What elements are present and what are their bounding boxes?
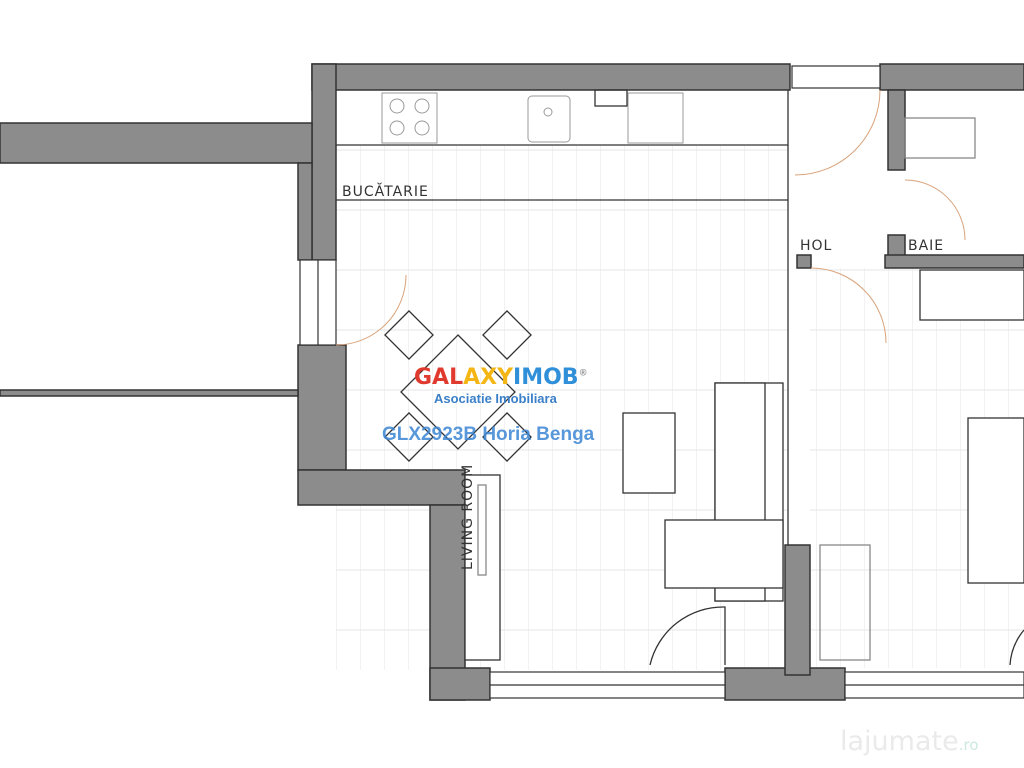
- lajumate-text: lajumate: [840, 726, 959, 757]
- coffee-table: [622, 412, 676, 494]
- room-label-hall: HOL: [800, 238, 833, 254]
- bed: [967, 417, 1024, 584]
- kitchen-floor: [336, 145, 788, 200]
- kitchen-counter: [336, 89, 789, 545]
- tv-unit: [464, 474, 501, 661]
- lajumate-watermark: lajumate.ro: [840, 726, 979, 757]
- kitchen-appliances: [381, 92, 684, 144]
- room-label-kitchen: BUCĂTARIE: [342, 184, 429, 200]
- sink-icon: [527, 95, 571, 143]
- sofa: [622, 382, 784, 602]
- living-floor: [336, 200, 788, 670]
- door-swings: [335, 89, 966, 346]
- wardrobe: [919, 269, 1024, 321]
- walls: [0, 63, 1024, 701]
- bedroom-furniture: [819, 117, 1024, 661]
- stove-icon: [381, 92, 438, 144]
- listing-id: GLX2923B Horia Benga: [382, 424, 595, 445]
- room-label-living: LIVING ROOM: [460, 463, 476, 570]
- windows: [299, 65, 1024, 699]
- door-leaves: [649, 606, 1024, 666]
- dining-table: [384, 310, 532, 462]
- galaxyimob-logo: GALAXYIMOB®: [414, 365, 588, 390]
- bathroom-sink-icon: [904, 117, 976, 159]
- watermark-subtitle: Asociatie Imobiliara: [434, 391, 557, 406]
- room-label-bathroom: BAIE: [908, 238, 945, 254]
